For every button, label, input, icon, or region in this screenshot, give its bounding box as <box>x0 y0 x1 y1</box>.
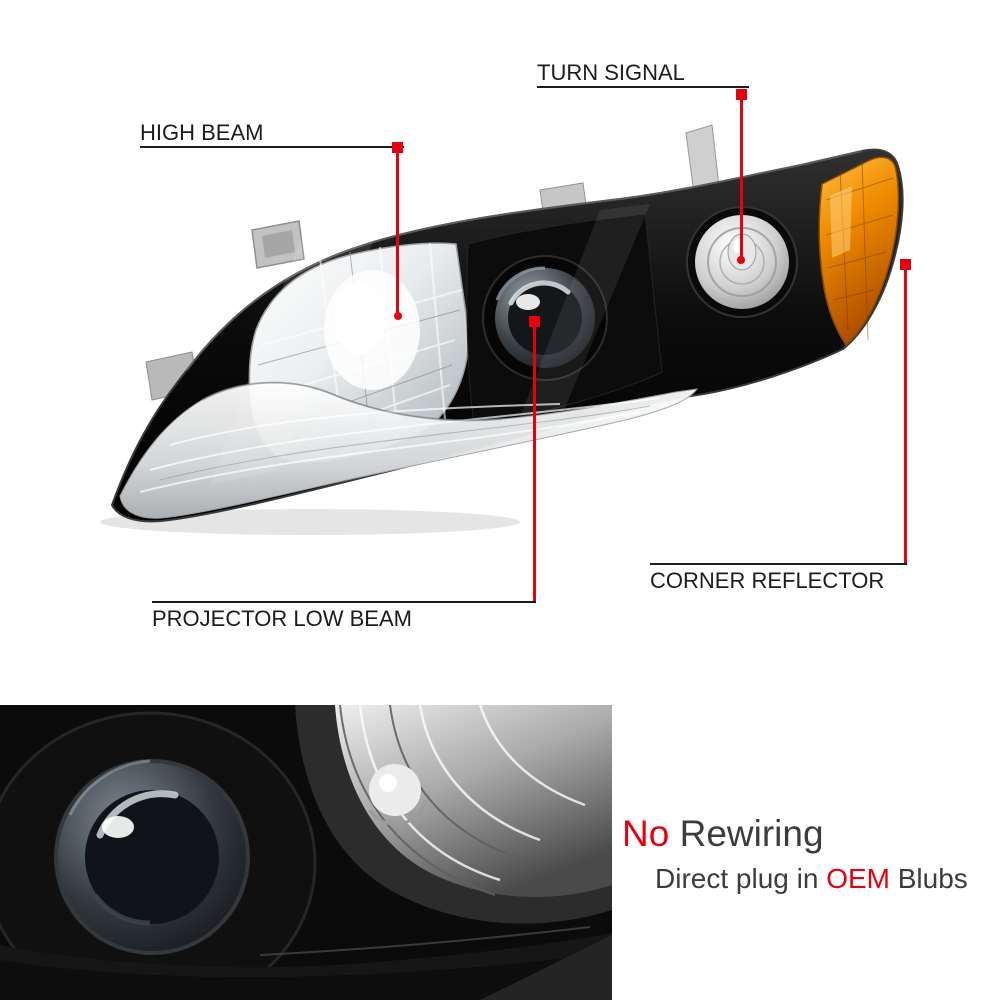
closeup-chrome-reflector <box>290 705 612 924</box>
corner-reflector-label: CORNER REFLECTOR <box>650 568 885 593</box>
promo-subline-prefix: Direct plug in <box>655 863 827 894</box>
promo-subline: Direct plug in OEM Blubs <box>655 862 968 896</box>
lower-lens-strip <box>119 381 699 519</box>
closeup-lower-shadow <box>0 926 612 1000</box>
corner-reflector-overline <box>650 563 907 565</box>
promo-subline-highlight: OEM <box>826 863 890 894</box>
projector-low-beam-overline <box>152 601 536 603</box>
turn-signal-label: TURN SIGNAL <box>537 60 685 85</box>
turn-signal-underline <box>537 86 749 88</box>
high-beam-label: HIGH BEAM <box>140 120 264 145</box>
high-beam-marker-square <box>392 142 403 153</box>
corner-reflector-leader-line <box>904 270 907 565</box>
headlight-product-illustration <box>100 124 904 535</box>
promo-headline-highlight: No <box>622 813 670 854</box>
corner-reflector-amber <box>818 156 900 347</box>
projector-low-beam-lens <box>482 255 608 381</box>
closeup-illustration <box>0 705 612 1000</box>
promo-headline-rest: Rewiring <box>669 813 824 854</box>
closeup-photo <box>0 705 612 1000</box>
projector-low-beam-leader-line <box>533 327 536 603</box>
turn-signal-endpoint-dot <box>737 256 745 264</box>
projector-low-beam-marker-square <box>529 316 540 327</box>
projector-low-beam-label: PROJECTOR LOW BEAM <box>152 606 412 631</box>
turn-signal-marker-square <box>736 89 747 100</box>
high-beam-endpoint-dot <box>394 312 402 320</box>
closeup-projector-lens <box>0 711 317 1000</box>
high-beam-underline <box>140 146 404 148</box>
lens-reflections <box>210 204 650 485</box>
high-beam-leader-line <box>396 153 399 313</box>
corner-reflector-marker-square <box>900 259 911 270</box>
turn-signal-leader-line <box>740 100 743 258</box>
promo-headline: No Rewiring <box>622 812 824 856</box>
promo-subline-suffix: Blubs <box>889 863 968 894</box>
headlight-shadow <box>100 509 520 535</box>
